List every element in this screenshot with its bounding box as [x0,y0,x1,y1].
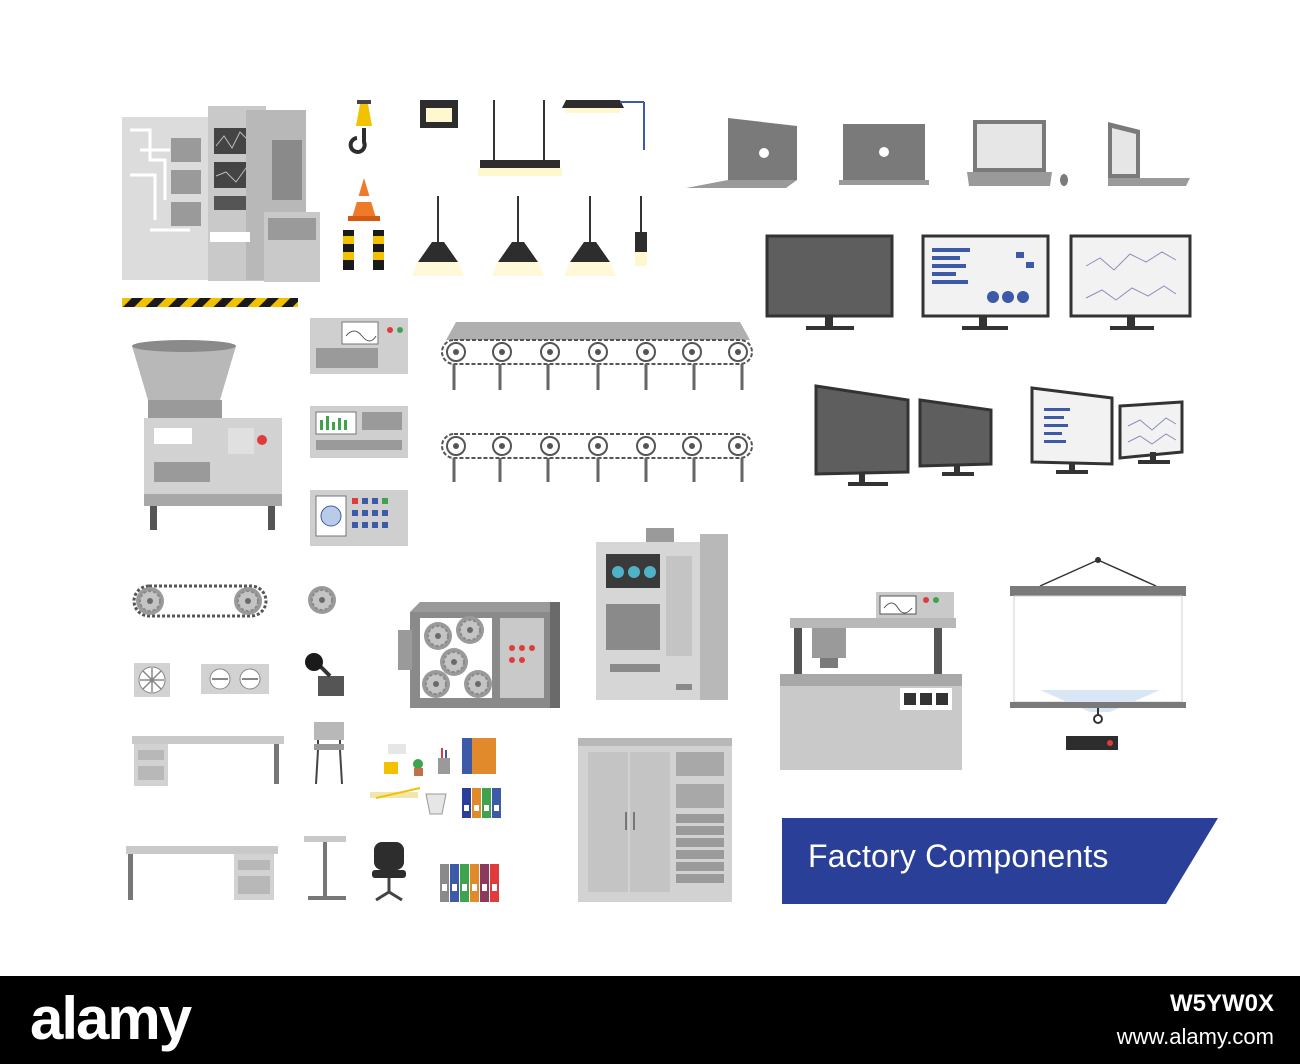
ventilation-fan-icon [134,663,170,697]
title-banner: Factory Components [782,818,1218,904]
crane-hook-icon [348,100,372,154]
pendant-lamp-icon [563,195,617,277]
ceiling-lamp-icon [562,100,645,150]
ceiling-lamp-icon [478,100,562,176]
control-panel-icon [310,318,408,374]
projector-screen-icon [1010,557,1186,712]
pendant-lamp-icon [411,195,465,277]
filing-cabinet-icon [578,738,732,902]
dashboard-monitor-icon [1069,234,1192,330]
computer-mouse-icon [1060,174,1068,186]
monitor-icon [765,234,894,330]
conveyor-belt-icon [132,584,268,618]
conveyor-belt-icon [441,322,753,390]
laptop-icon [1108,122,1190,186]
conveyor-belt-icon [441,433,753,482]
control-cabinet-icon [122,106,320,307]
ring-binder-icon [462,788,501,818]
chair-icon [314,722,344,785]
monitor-icon [918,398,993,476]
hopper-machine-icon [132,340,282,530]
projector-icon [1066,708,1118,750]
office-supplies-icon [370,744,450,815]
dashboard-monitor-icon [1030,386,1114,474]
desk-icon [126,846,278,900]
ventilation-fan-icon [201,664,269,694]
desk-icon [132,736,284,786]
dashboard-monitor-icon [921,234,1050,330]
server-cabinet-icon [596,528,728,700]
pendant-lamp-icon [635,196,647,266]
ceiling-lamp-icon [420,100,458,128]
desk-icon [304,836,346,900]
dashboard-monitor-icon [1118,400,1184,464]
ring-binder-icon [440,864,499,902]
laptop-icon [686,118,797,188]
watermark-footer: alamy W5YW0X www.alamy.com [0,976,1300,1064]
gearbox-machine-icon [398,602,560,708]
barrier-post-icon [343,230,384,270]
site-url: www.alamy.com [1116,1024,1274,1049]
gear-icon [307,585,337,615]
office-chair-icon [372,842,406,902]
brand-logo: alamy [30,985,192,1052]
laptop-icon [967,120,1052,186]
joystick-icon [305,653,344,696]
monitor-icon [814,384,910,486]
pendant-lamp-icon [491,195,545,277]
laptop-icon [839,124,929,185]
ring-binder-icon [462,738,496,774]
control-panel-icon [310,490,408,546]
banner-title: Factory Components [808,838,1109,874]
banner-shape [782,818,1218,904]
control-panel-icon [310,406,408,458]
lab-workstation-icon [780,592,962,770]
traffic-cone-icon [348,178,380,221]
image-id: W5YW0X [1169,990,1274,1017]
